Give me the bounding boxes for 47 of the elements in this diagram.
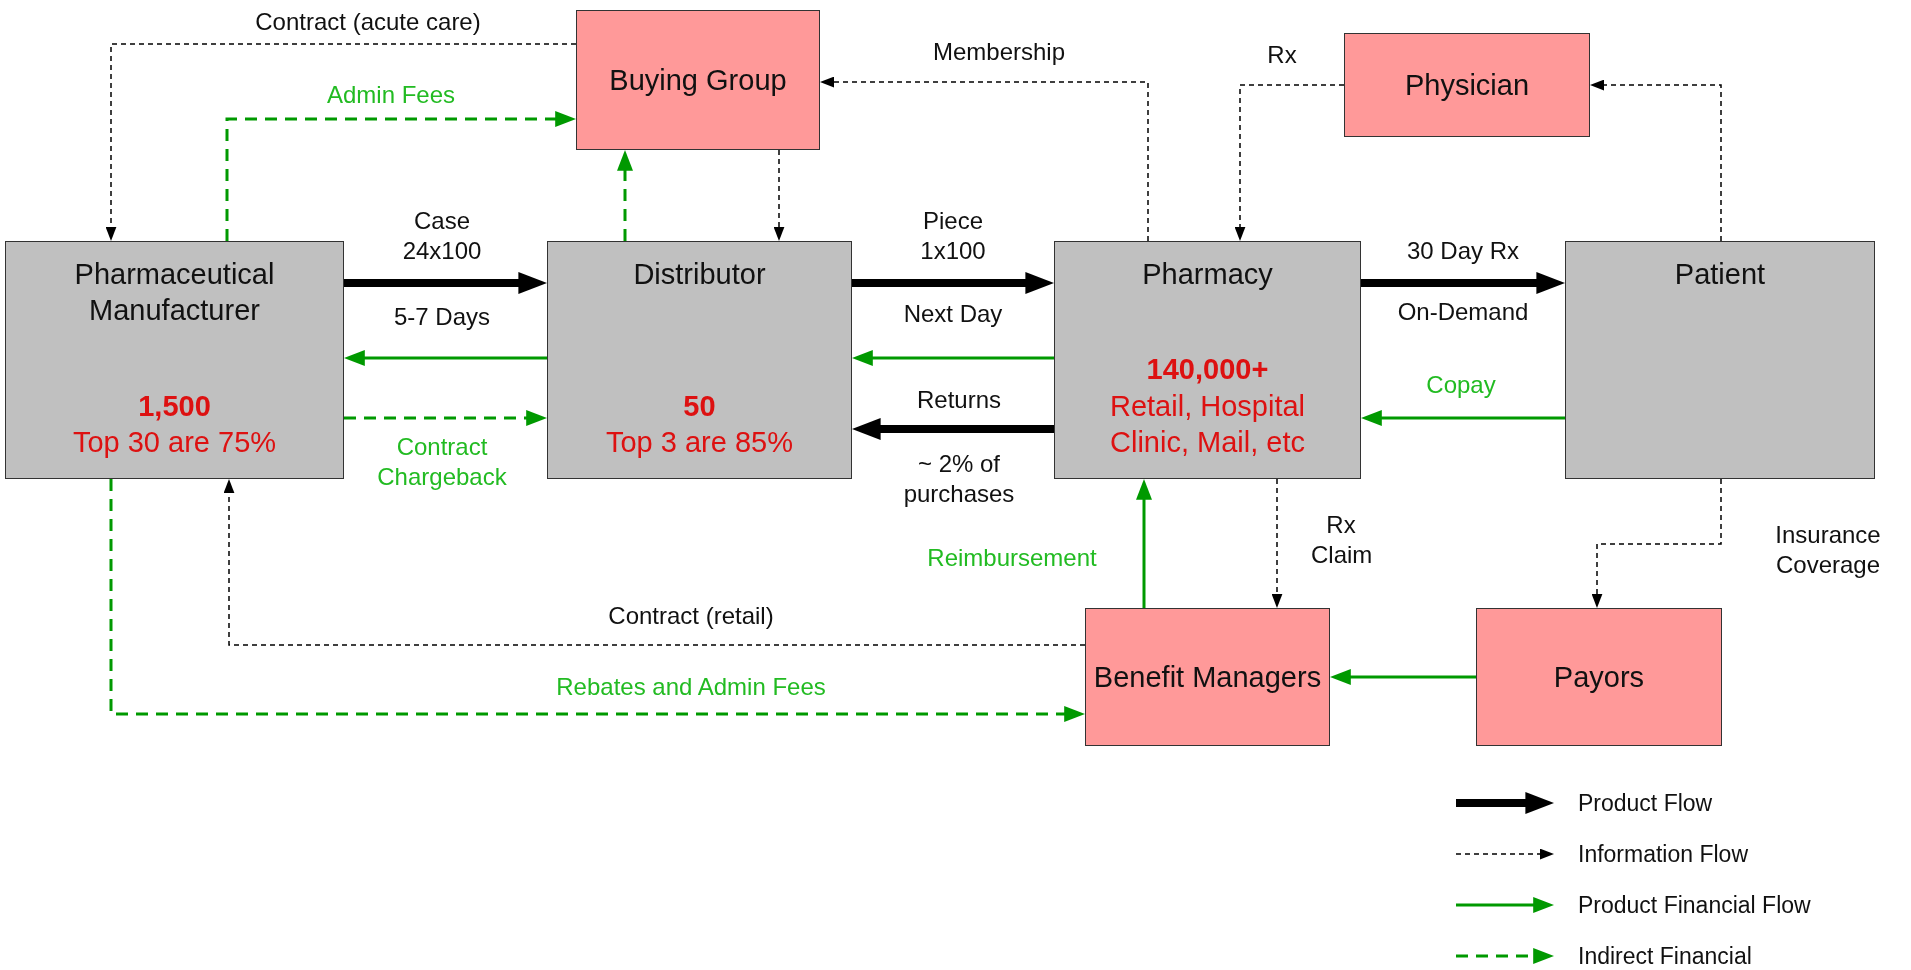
arrow: [1590, 79, 1722, 242]
count-text: 50: [683, 388, 716, 424]
arrow: [223, 479, 1086, 646]
legend-label: Indirect Financial: [1578, 942, 1752, 970]
arrow: [1361, 272, 1565, 294]
arrow: [1591, 478, 1722, 608]
arrow: [1361, 410, 1565, 426]
process-box: [547, 241, 852, 479]
arrow: [1330, 669, 1476, 685]
arrow: [1271, 478, 1283, 608]
arrow: [344, 350, 547, 366]
node-title: Physician: [1404, 67, 1530, 103]
arrow: [105, 43, 577, 241]
arrow: [852, 350, 1054, 366]
node-description: Retail, Hospital Clinic, Mail, etc: [1109, 388, 1306, 460]
arrow: [852, 272, 1054, 294]
arrow: [773, 149, 785, 241]
legend-label: Product Flow: [1578, 789, 1713, 817]
process-box: [1565, 241, 1875, 479]
arrow: [1136, 479, 1152, 608]
legend-label: Information Flow: [1578, 840, 1748, 868]
arrow: [344, 410, 547, 426]
entity-box: [576, 10, 820, 150]
count-text: 1,500: [138, 388, 211, 424]
node-title: Buying Group: [609, 62, 787, 98]
arrow: [109, 479, 1085, 722]
process-box: [1054, 241, 1361, 479]
arrow: [344, 272, 547, 294]
arrow: [1234, 84, 1345, 241]
arrow: [820, 76, 1149, 242]
entity-box: [1344, 33, 1590, 137]
count-text: 140,000+: [1146, 352, 1269, 388]
arrow: [852, 418, 1054, 440]
node-title: Patient: [1674, 257, 1766, 292]
arrow: [225, 111, 576, 241]
arrow: [617, 150, 633, 241]
node-description: Top 3 are 85%: [606, 424, 793, 460]
node-title: Pharmacy: [1142, 257, 1273, 292]
node-title: Distributor: [633, 257, 766, 292]
entity-box: [1085, 608, 1330, 746]
legend-label: Product Financial Flow: [1578, 891, 1811, 919]
entity-box: [1476, 608, 1722, 746]
node-title: Benefit Managers: [1093, 659, 1322, 695]
process-box: [5, 241, 344, 479]
node-title: Pharmaceutical Manufacturer: [73, 257, 276, 329]
node-title: Payors: [1553, 659, 1645, 695]
node-description: Top 30 are 75%: [72, 424, 277, 460]
